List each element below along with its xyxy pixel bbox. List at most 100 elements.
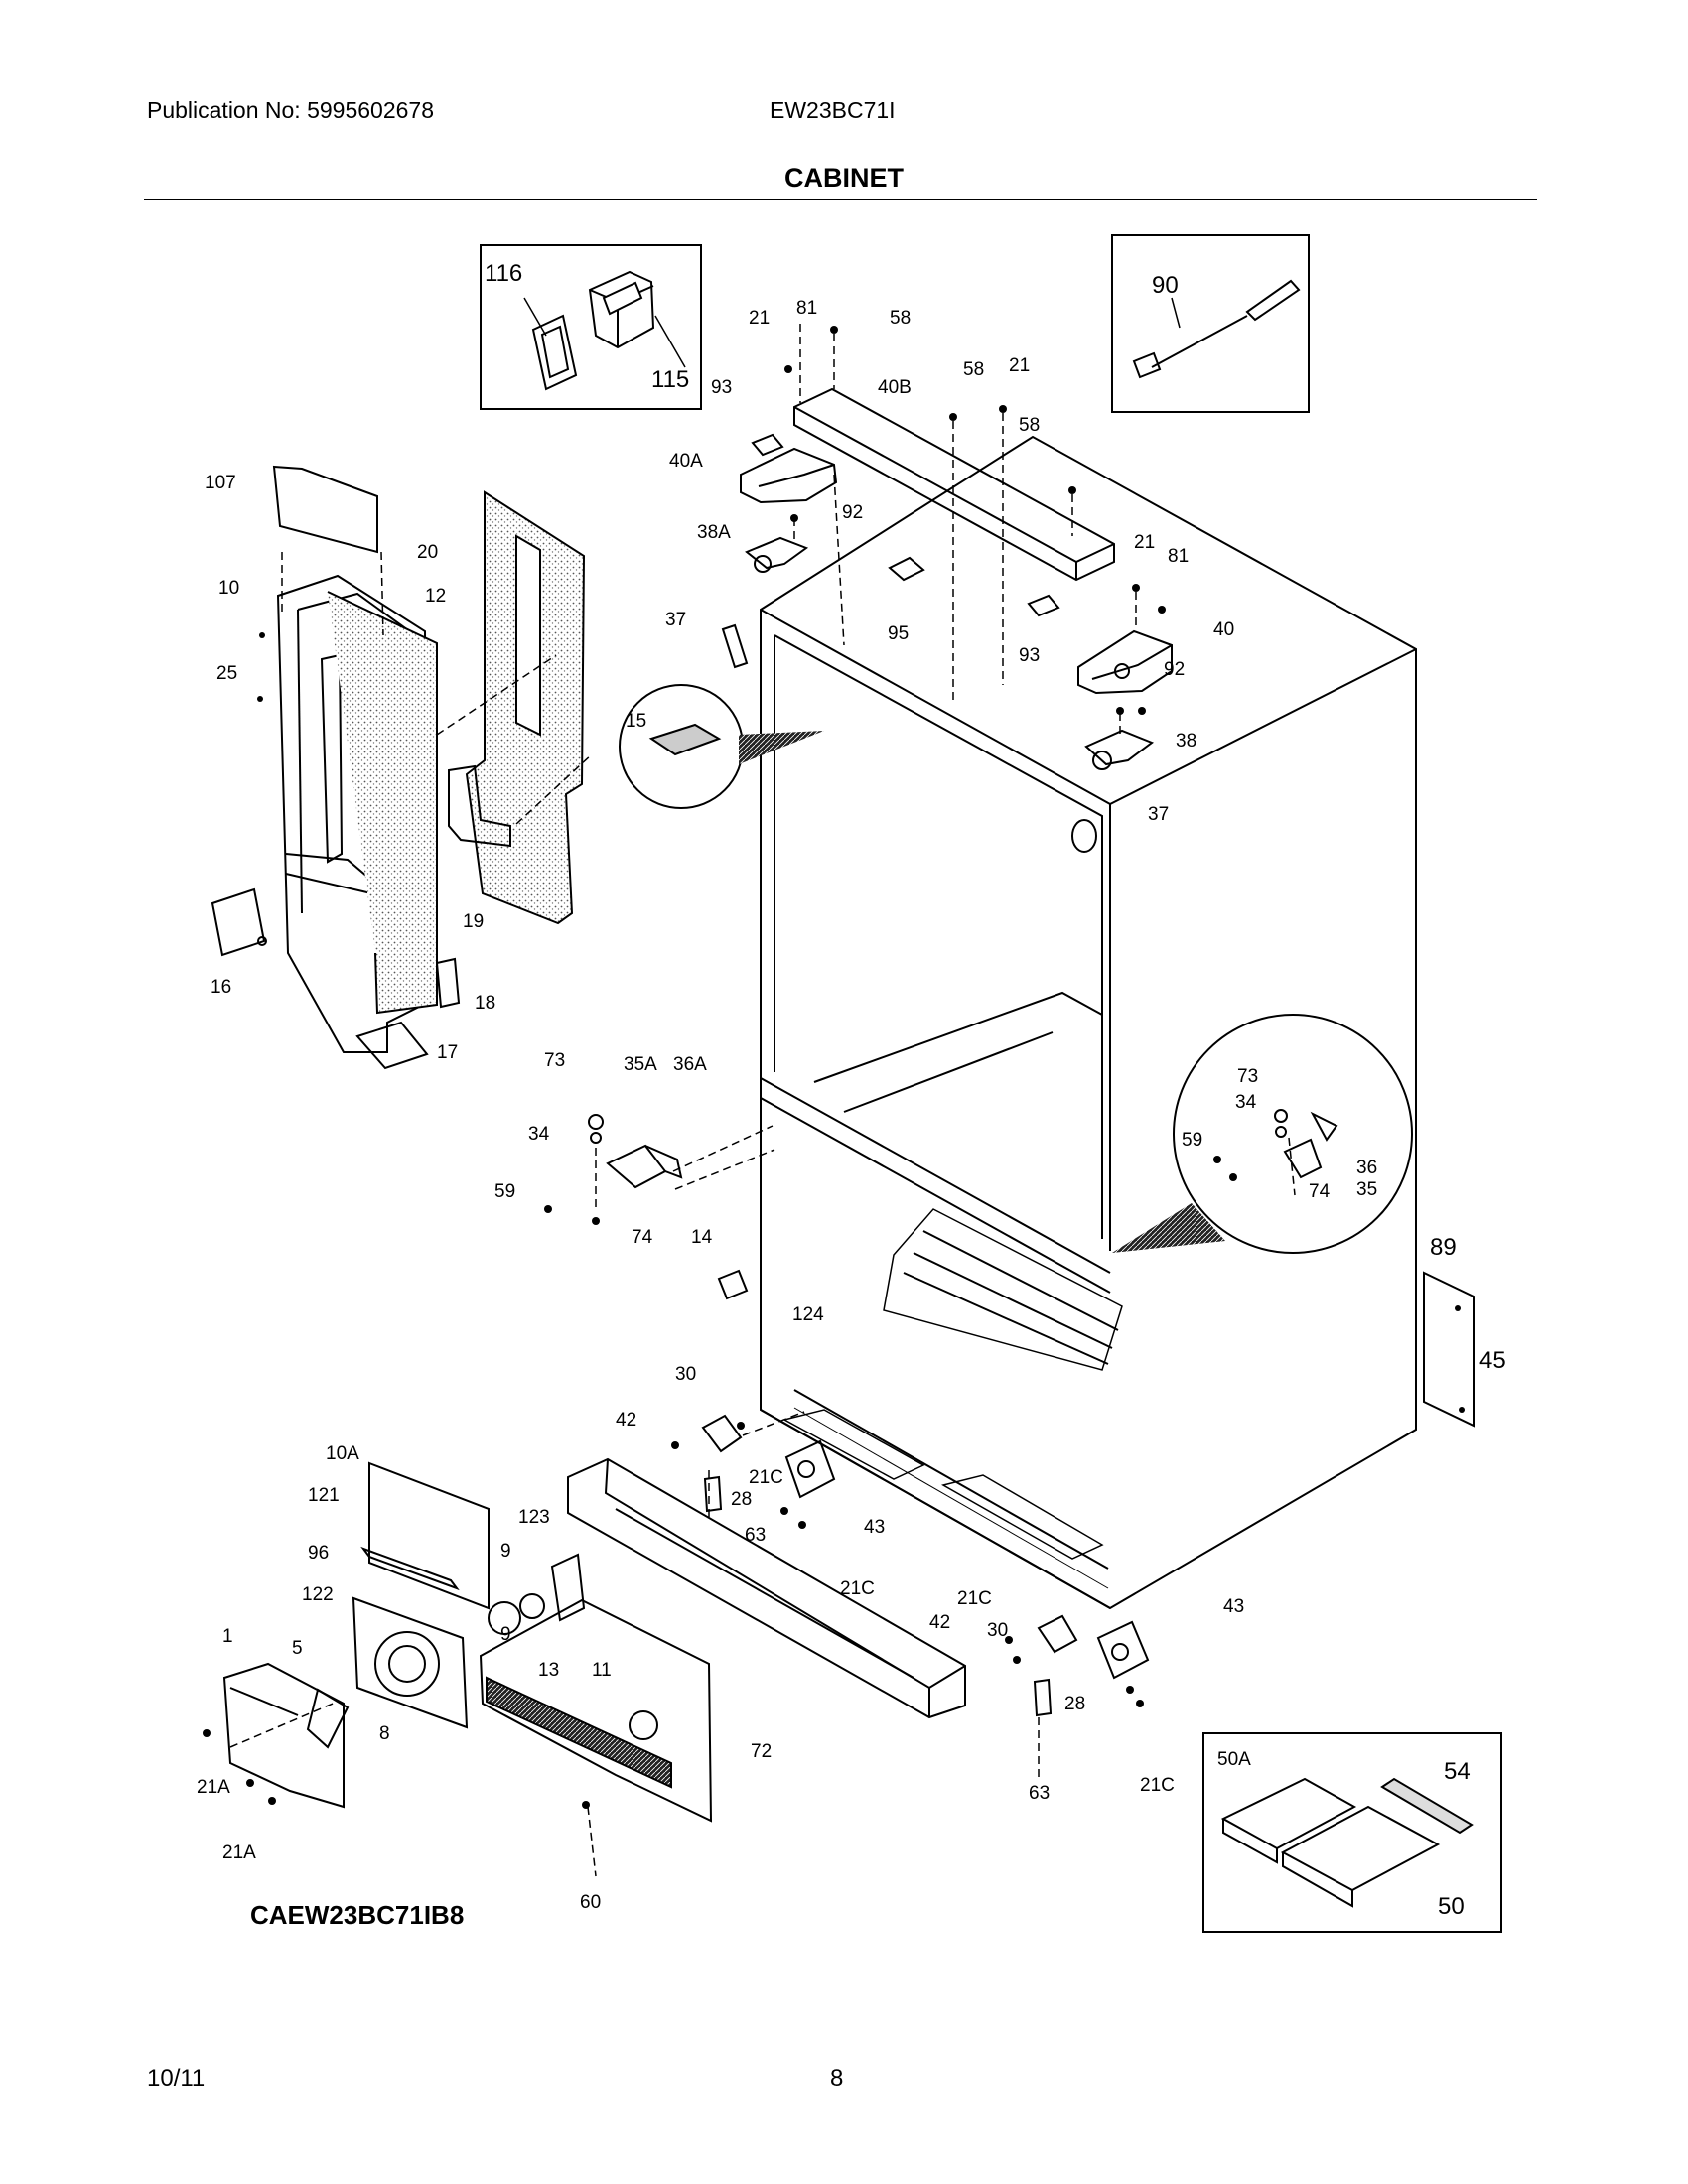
label-90: 90 [1152, 272, 1179, 299]
page-title: CABINET [784, 163, 904, 193]
part-labels: 116 115 90 21 81 58 93 40B 58 21 40A 58 … [197, 260, 1506, 1920]
label-63: 63 [745, 1525, 766, 1546]
label-8: 8 [379, 1723, 390, 1744]
inset-box-90 [1111, 234, 1310, 413]
label-121: 121 [308, 1485, 340, 1506]
hinge-36-35 [1274, 1109, 1338, 1179]
damper-16 [211, 887, 267, 957]
label-21a: 21A [197, 1777, 230, 1798]
label-73: 73 [544, 1050, 565, 1071]
label-93: 93 [1019, 645, 1040, 666]
publication-number: Publication No: 5995602678 [147, 97, 435, 123]
tray-50a [1220, 1777, 1357, 1850]
module-115 [523, 270, 686, 368]
label-19: 19 [463, 911, 484, 932]
hinge-35a-36a [588, 1114, 683, 1189]
label-1: 1 [222, 1626, 233, 1647]
label-58: 58 [963, 359, 984, 380]
model-number: EW23BC71I [770, 97, 896, 123]
leveler-63b [1033, 1678, 1053, 1717]
label-21: 21 [1009, 355, 1030, 376]
label-123: 123 [518, 1507, 550, 1528]
hinge-40 [1077, 629, 1173, 695]
shroud-1 [222, 1662, 345, 1809]
label-58: 58 [1019, 415, 1040, 436]
roller-28a [784, 1439, 836, 1499]
hinge-bracket-30a [701, 1414, 743, 1453]
label-40: 40 [1213, 619, 1234, 640]
label-95: 95 [888, 623, 909, 644]
label-81: 81 [1168, 546, 1189, 567]
label-122: 122 [302, 1584, 334, 1605]
label-63: 63 [1029, 1783, 1050, 1804]
evaporator-cover-10 [276, 574, 429, 1053]
label-38: 38 [1176, 731, 1196, 751]
label-92: 92 [1164, 659, 1185, 680]
label-54: 54 [1444, 1758, 1471, 1785]
label-9: 9 [500, 1624, 511, 1645]
label-15: 15 [626, 711, 646, 732]
page-number: 8 [830, 2065, 844, 2092]
label-12: 12 [425, 586, 446, 607]
cover-37a [721, 623, 749, 669]
seal-18 [435, 957, 461, 1009]
cover-37b [1071, 819, 1097, 853]
label-21c: 21C [749, 1467, 783, 1488]
fan-bracket-121 [360, 1546, 460, 1591]
support-14 [717, 1269, 749, 1300]
label-45: 45 [1479, 1347, 1506, 1374]
label-43: 43 [864, 1517, 885, 1538]
gasket-116 [531, 314, 578, 391]
label-115: 115 [651, 366, 689, 393]
label-43: 43 [1223, 1596, 1244, 1617]
hinge-40a [740, 447, 838, 504]
label-30: 30 [987, 1620, 1008, 1641]
hinge-plate-38a [745, 536, 809, 573]
label-72: 72 [751, 1741, 772, 1762]
fan-blade-5 [306, 1688, 350, 1749]
label-10: 10 [218, 578, 239, 599]
label-5: 5 [292, 1638, 303, 1659]
insulation-20 [465, 490, 586, 925]
clip-95 [888, 556, 925, 582]
label-74: 74 [632, 1227, 653, 1248]
grille-13 [486, 1676, 672, 1789]
label-96: 96 [308, 1543, 329, 1564]
label-21c: 21C [1140, 1775, 1175, 1796]
hinge-bracket-30b [1037, 1614, 1078, 1654]
label-21a: 21A [222, 1843, 256, 1863]
label-93: 93 [711, 377, 732, 398]
clip-93b [1027, 594, 1060, 617]
refrigerator-cabinet [760, 435, 1417, 1610]
tray-50 [1280, 1805, 1441, 1892]
label-73: 73 [1237, 1066, 1258, 1087]
label-17: 17 [437, 1042, 458, 1063]
tool-90 [1132, 279, 1301, 379]
diagram-code: CAEW23BC71IB8 [250, 1900, 464, 1930]
hinge-bar-40b [793, 387, 1115, 582]
duct-12 [327, 591, 438, 1015]
leveler-63a [703, 1475, 723, 1513]
label-16: 16 [211, 977, 231, 998]
label-58: 58 [890, 308, 911, 329]
detail-circle-hinge-right [1173, 1014, 1413, 1254]
label-42: 42 [929, 1612, 950, 1633]
clip-93a [751, 433, 784, 457]
label-35: 35 [1356, 1179, 1377, 1200]
label-25: 25 [216, 663, 237, 684]
label-50a: 50A [1217, 1749, 1251, 1770]
label-28: 28 [731, 1489, 752, 1510]
label-37: 37 [1148, 804, 1169, 825]
label-21: 21 [749, 308, 770, 329]
label-11: 11 [592, 1660, 612, 1681]
label-37: 37 [665, 610, 686, 630]
side-panel-89 [1423, 1271, 1475, 1428]
back-panel-11 [479, 1598, 713, 1823]
footer-date: 10/11 [147, 2065, 206, 2092]
label-74: 74 [1309, 1181, 1331, 1202]
label-21c: 21C [840, 1578, 875, 1599]
label-10a: 10A [326, 1443, 359, 1464]
label-59: 59 [494, 1181, 515, 1202]
motor-9 [488, 1593, 545, 1635]
